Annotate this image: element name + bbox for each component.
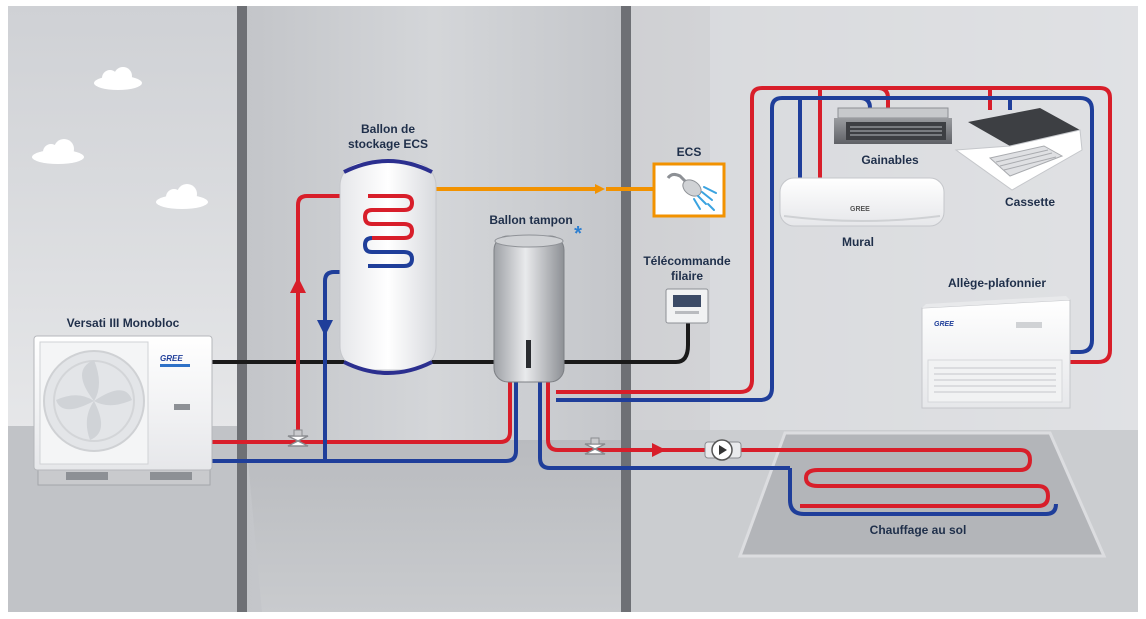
wall-unit: GREE xyxy=(779,177,945,227)
labels: Versati III Monobloc Ballon de stockage … xyxy=(67,122,1056,537)
three-way-valve-icon xyxy=(584,437,606,455)
gree-logo: GREE xyxy=(850,206,870,213)
technical-room-floor xyxy=(246,440,622,612)
dhw-storage-tank xyxy=(339,159,437,375)
ecs-label: ECS xyxy=(677,145,702,159)
floor-ceiling-label: Allège-plafonnier xyxy=(948,276,1046,290)
heat-pump-unit: GREE xyxy=(33,335,213,486)
buffer-tank-note: * xyxy=(574,223,582,245)
storage-tank-label-line1: Ballon de xyxy=(361,122,415,136)
underfloor-loop-cold xyxy=(788,468,1058,516)
wall-divider-left xyxy=(237,6,247,612)
circulation-pump-icon xyxy=(704,439,742,461)
heat-pump-label: Versati III Monobloc xyxy=(67,316,180,330)
buffer-tank xyxy=(493,234,565,383)
ducted-label: Gainables xyxy=(861,153,919,167)
hot-pipes xyxy=(210,86,1112,452)
wall-divider-right xyxy=(621,6,631,612)
heating-coil-hot xyxy=(362,194,415,240)
heating-coil-cold xyxy=(362,236,415,268)
gree-logo: GREE xyxy=(160,354,183,363)
wired-remote-icon xyxy=(665,288,709,324)
cloud-icon xyxy=(32,67,208,209)
underfloor-label: Chauffage au sol xyxy=(870,523,967,537)
cold-pipes xyxy=(210,96,1094,470)
remote-label-line1: Télécommande xyxy=(643,254,731,268)
cassette-label: Cassette xyxy=(1005,195,1055,209)
ducted-unit xyxy=(834,107,952,144)
remote-label-line2: filaire xyxy=(671,269,703,283)
storage-tank-label-line2: stockage ECS xyxy=(348,137,428,151)
flow-arrow-up-icon xyxy=(290,277,306,293)
underfloor-loop-hot xyxy=(800,448,1051,508)
flow-arrow-right-icon xyxy=(652,443,666,457)
gree-logo: GREE xyxy=(934,321,954,328)
buffer-tank-label: Ballon tampon xyxy=(489,213,572,227)
three-way-valve-icon xyxy=(287,429,309,447)
floor-ceiling-unit: GREE xyxy=(921,296,1071,409)
cassette-unit xyxy=(954,108,1083,191)
wall-unit-label: Mural xyxy=(842,235,874,249)
flow-arrow-down-icon xyxy=(317,320,333,336)
underfloor-slab xyxy=(737,431,1107,558)
shower-icon xyxy=(652,162,726,218)
